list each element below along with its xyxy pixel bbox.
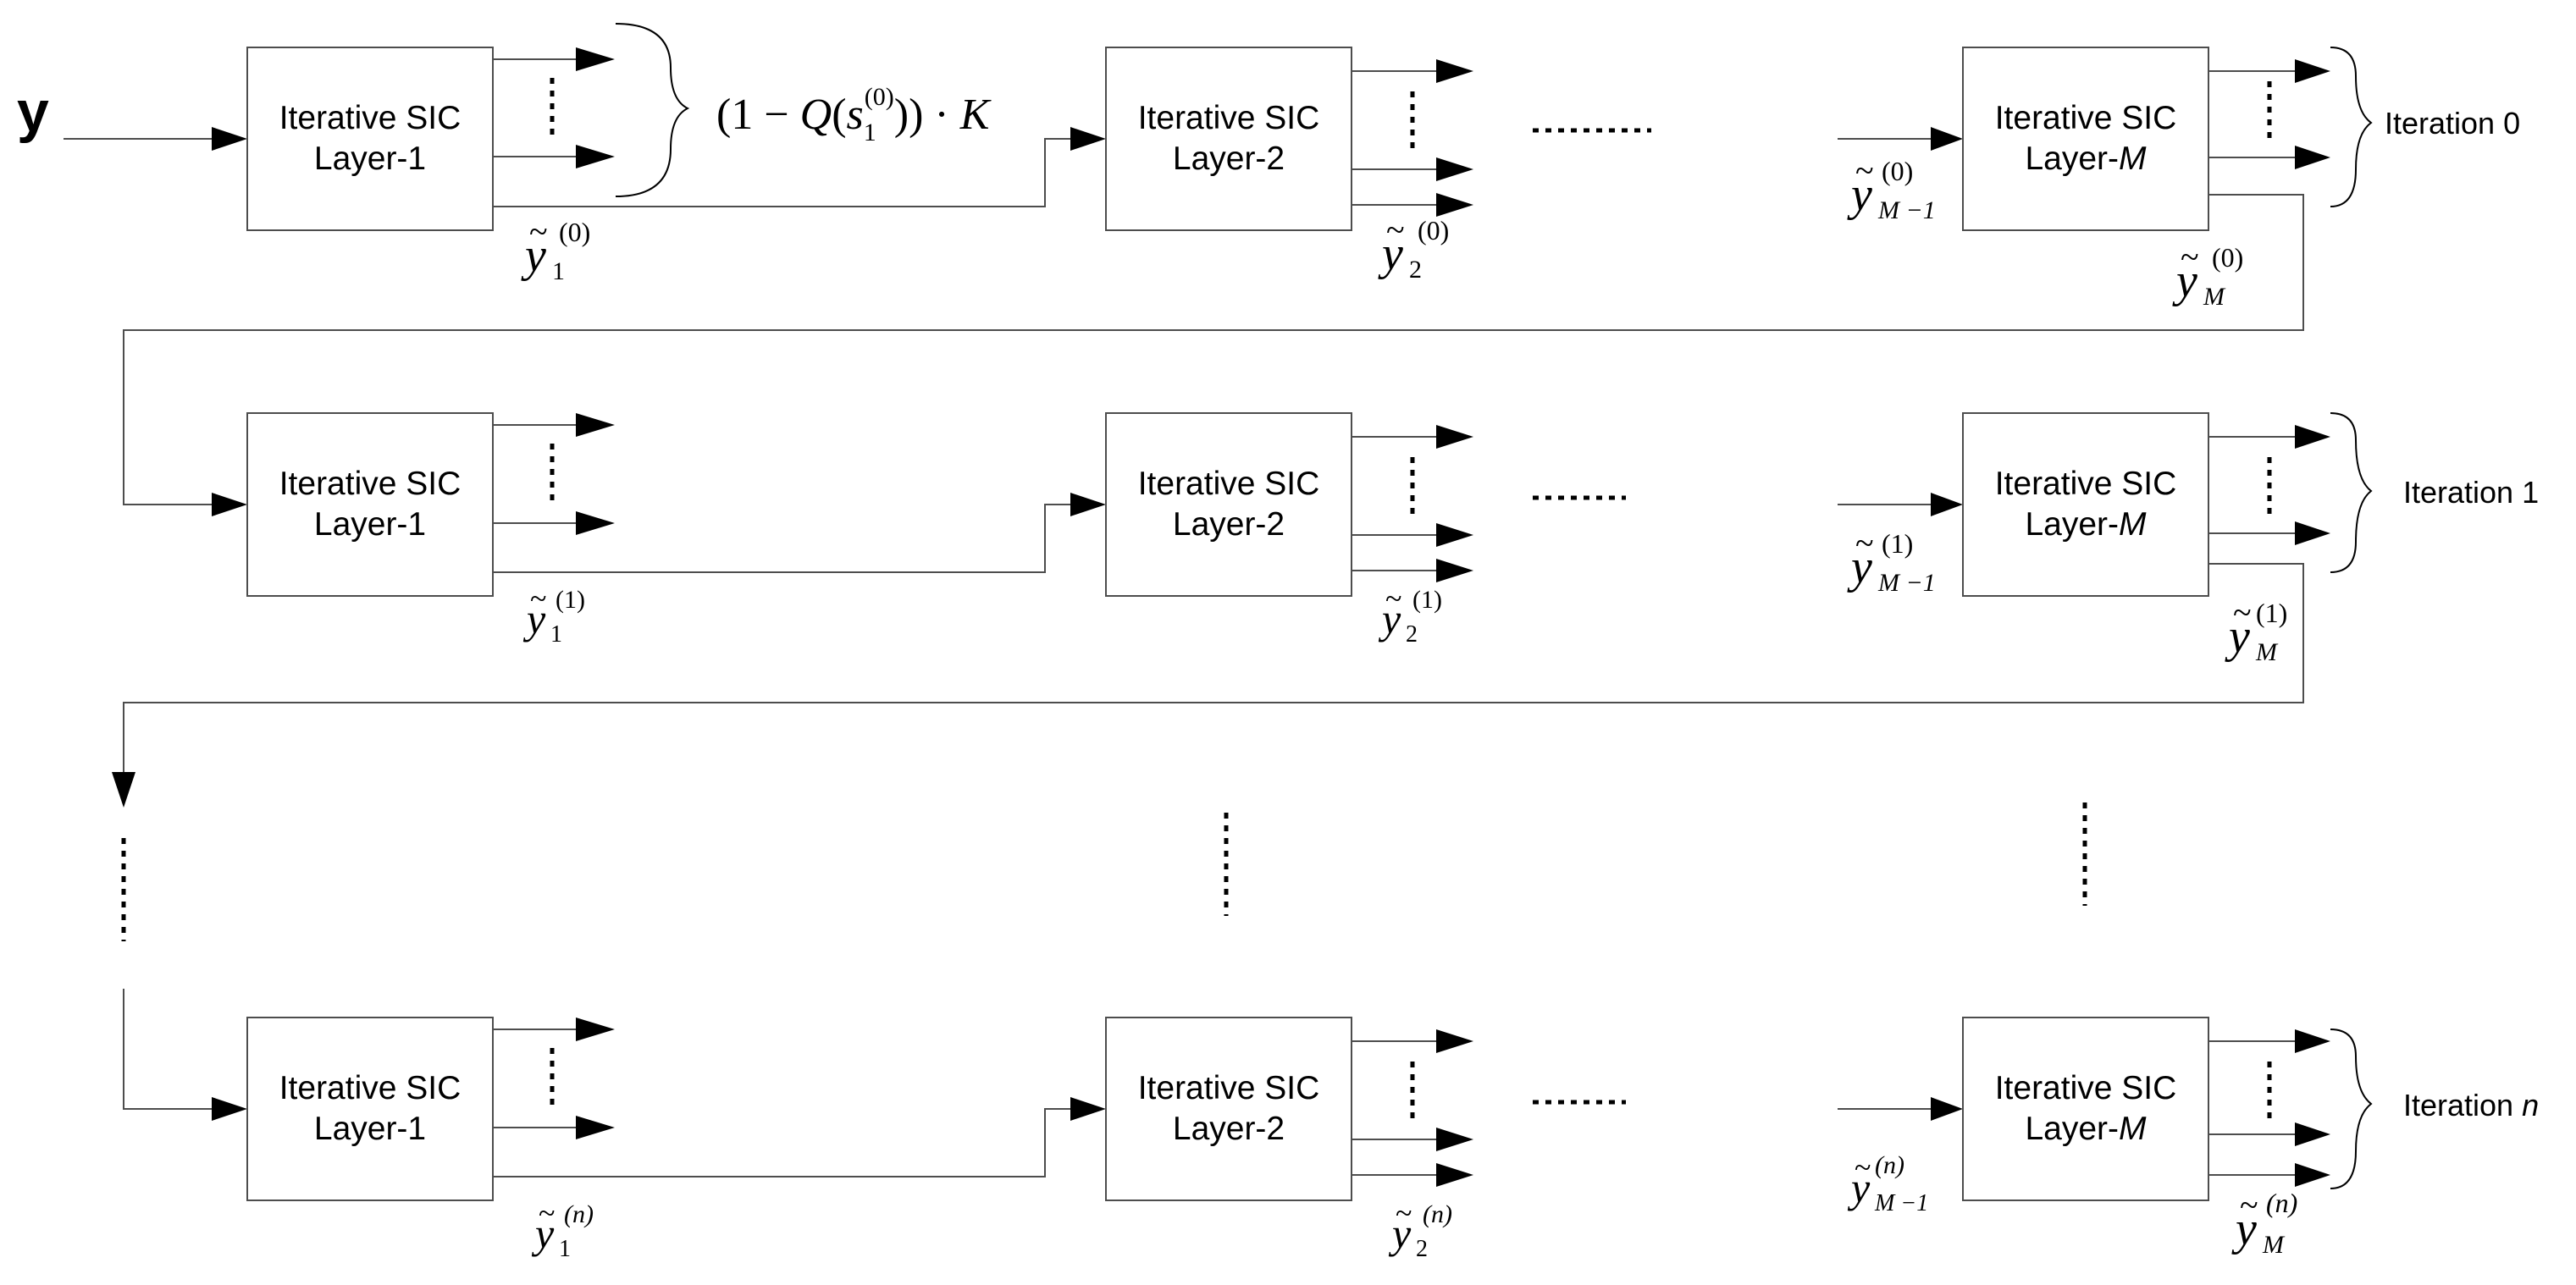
input-y-label: y xyxy=(17,80,49,144)
block-layer: Layer-2 xyxy=(1173,1111,1285,1147)
svg-text:(n): (n) xyxy=(1423,1200,1452,1228)
block-iter0-layer2 xyxy=(1105,47,1352,231)
block-title: Iterative SIC xyxy=(1138,100,1320,136)
signal-yM1-iter0: y ~ M −1 (0) xyxy=(1847,152,1936,224)
svg-text:~: ~ xyxy=(2240,1186,2258,1224)
svg-text:~: ~ xyxy=(1385,582,1401,615)
block-title: Iterative SIC xyxy=(279,466,462,502)
svg-text:(0): (0) xyxy=(559,217,590,247)
svg-text:~: ~ xyxy=(1386,211,1405,249)
svg-text:(n): (n) xyxy=(1875,1151,1904,1179)
signal-yM-iter0: y ~ M (0) xyxy=(2172,238,2243,311)
svg-text:~: ~ xyxy=(529,212,548,251)
svg-text:y: y xyxy=(2172,255,2197,307)
signal-yM1-iter1: y ~ M −1 (1) xyxy=(1847,524,1936,597)
block-layer: Layer-2 xyxy=(1173,506,1285,543)
svg-text:(1): (1) xyxy=(2256,598,2287,628)
iteration-n-label: Iteration n xyxy=(2403,1088,2539,1122)
svg-text:1: 1 xyxy=(552,257,565,285)
svg-text:~: ~ xyxy=(1855,152,1874,190)
svg-text:1: 1 xyxy=(559,1236,571,1262)
block-layer: Layer-2 xyxy=(1173,141,1285,177)
svg-text:2: 2 xyxy=(1416,1236,1428,1262)
block-itern-layer2 xyxy=(1105,1017,1352,1201)
block-title: Iterative SIC xyxy=(279,100,462,136)
block-title: Iterative SIC xyxy=(1995,466,2177,502)
block-layer: Layer-1 xyxy=(314,141,426,177)
block-iter1-layer2 xyxy=(1105,412,1352,597)
svg-text:y: y xyxy=(2225,610,2250,663)
block-iter0-layer1 xyxy=(246,47,494,231)
svg-text:~: ~ xyxy=(530,582,546,615)
svg-text:M −1: M −1 xyxy=(1877,569,1936,597)
signal-y2-iter1: y ~ 2 (1) xyxy=(1378,582,1442,648)
svg-text:(n): (n) xyxy=(2266,1188,2297,1218)
block-layer: Layer-M xyxy=(2025,141,2147,177)
svg-text:~: ~ xyxy=(1855,1150,1871,1184)
block-title: Iterative SIC xyxy=(279,1070,462,1106)
signal-y1-iter1: y ~ 1 (1) xyxy=(522,582,585,648)
svg-text:(1): (1) xyxy=(1882,528,1913,559)
block-itern-layer1 xyxy=(246,1017,494,1201)
iteration-0-label: Iteration 0 xyxy=(2385,106,2520,141)
block-title: Iterative SIC xyxy=(1995,100,2177,136)
svg-text:y: y xyxy=(1378,228,1403,280)
block-itern-layerM xyxy=(1962,1017,2209,1201)
svg-text:(1): (1) xyxy=(1412,586,1442,614)
signal-y2-itern: y ~ 2 (n) xyxy=(1388,1196,1452,1262)
signal-y2-iter0: y ~ 2 (0) xyxy=(1378,211,1449,284)
svg-text:y: y xyxy=(1847,1164,1871,1211)
svg-text:2: 2 xyxy=(1409,256,1422,284)
signal-y1-iter0: y ~ 1 (0) xyxy=(521,212,590,285)
formula: (1 − Q(s1(0))) · K xyxy=(716,83,992,146)
svg-text:(0): (0) xyxy=(1418,215,1449,245)
block-iter1-layer1 xyxy=(246,412,494,597)
svg-text:1: 1 xyxy=(550,621,562,648)
signal-yM-itern: y ~ M (n) xyxy=(2231,1186,2297,1259)
svg-text:M −1: M −1 xyxy=(1874,1190,1928,1216)
svg-text:y: y xyxy=(1388,1210,1412,1257)
svg-text:~: ~ xyxy=(2233,593,2252,631)
block-title: Iterative SIC xyxy=(1995,1070,2177,1106)
svg-text:~: ~ xyxy=(1396,1196,1412,1230)
svg-text:(0): (0) xyxy=(1882,156,1913,186)
svg-text:y: y xyxy=(521,229,546,282)
block-title: Iterative SIC xyxy=(1138,466,1320,502)
block-iter1-layerM xyxy=(1962,412,2209,597)
svg-text:M: M xyxy=(2203,283,2226,311)
svg-text:y: y xyxy=(522,595,546,642)
block-title: Iterative SIC xyxy=(1138,1070,1320,1106)
svg-text:(0): (0) xyxy=(2212,242,2243,273)
svg-text:(1): (1) xyxy=(556,586,585,614)
svg-text:M: M xyxy=(2262,1231,2286,1259)
block-layer: Layer-1 xyxy=(314,1111,426,1147)
svg-text:M: M xyxy=(2255,638,2279,666)
svg-text:~: ~ xyxy=(2181,238,2199,276)
svg-text:2: 2 xyxy=(1406,621,1418,648)
svg-text:(n): (n) xyxy=(564,1200,594,1228)
svg-text:y: y xyxy=(2231,1203,2257,1255)
svg-text:y: y xyxy=(531,1210,555,1257)
signal-y1-itern: y ~ 1 (n) xyxy=(531,1196,594,1262)
block-layer: Layer-1 xyxy=(314,506,426,543)
svg-text:y: y xyxy=(1378,595,1401,642)
svg-text:M −1: M −1 xyxy=(1877,196,1936,224)
block-iter0-layerM xyxy=(1962,47,2209,231)
svg-text:~: ~ xyxy=(539,1196,555,1230)
iteration-1-label: Iteration 1 xyxy=(2403,475,2539,510)
svg-text:y: y xyxy=(1847,168,1872,221)
svg-text:y: y xyxy=(1847,541,1872,593)
block-layer: Layer-M xyxy=(2025,1111,2147,1147)
svg-text:~: ~ xyxy=(1855,524,1874,562)
block-layer: Layer-M xyxy=(2025,506,2147,543)
signal-yM1-itern: y ~ M −1 (n) xyxy=(1847,1150,1928,1216)
signal-yM-iter1: y ~ M (1) xyxy=(2225,593,2287,666)
